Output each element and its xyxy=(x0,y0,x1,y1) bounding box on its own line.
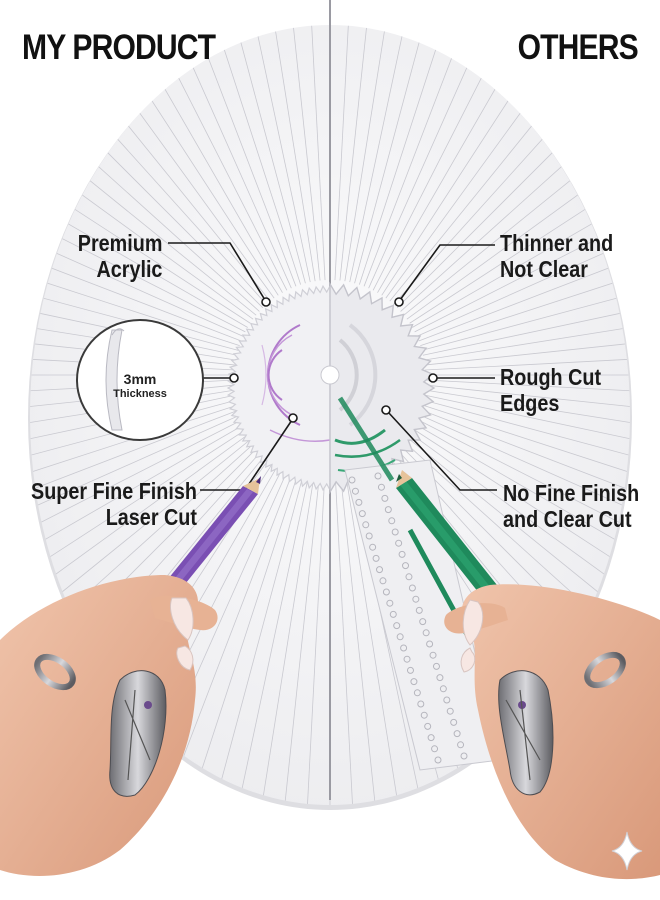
callout-line: Edges xyxy=(500,390,560,416)
left-hand xyxy=(0,575,218,876)
thickness-magnifier xyxy=(76,319,204,441)
callout-line: No Fine Finish xyxy=(503,480,640,506)
callout-thinner-not-clear: Thinner and Not Clear xyxy=(500,230,613,282)
callout-rough-cut-edges: Rough Cut Edges xyxy=(500,364,601,416)
callout-line: Thinner and xyxy=(500,230,614,256)
callout-line: Rough Cut xyxy=(500,364,602,390)
callout-line: Laser Cut xyxy=(105,504,197,530)
right-leader-lines xyxy=(381,244,497,491)
callout-no-fine-finish: No Fine Finish and Clear Cut xyxy=(503,480,639,532)
right-gear-template xyxy=(329,281,501,771)
sparkle-icon xyxy=(611,831,643,871)
callout-premium-acrylic: Premium Acrylic xyxy=(77,230,162,282)
left-gear-template xyxy=(226,284,331,492)
thickness-value: 3mm xyxy=(123,371,157,387)
right-hand xyxy=(444,584,660,880)
callout-line: Super Fine Finish xyxy=(31,478,197,504)
callout-line: and Clear Cut xyxy=(503,506,632,532)
callout-super-fine-finish: Super Fine Finish Laser Cut xyxy=(31,478,197,530)
thickness-label: Thickness xyxy=(113,388,167,400)
callout-line: Premium xyxy=(77,230,162,256)
callout-line: Acrylic xyxy=(96,256,162,282)
others-heading: OTHERS xyxy=(517,28,639,67)
callout-line: Not Clear xyxy=(500,256,588,282)
my-product-heading: MY PRODUCT xyxy=(22,28,216,67)
